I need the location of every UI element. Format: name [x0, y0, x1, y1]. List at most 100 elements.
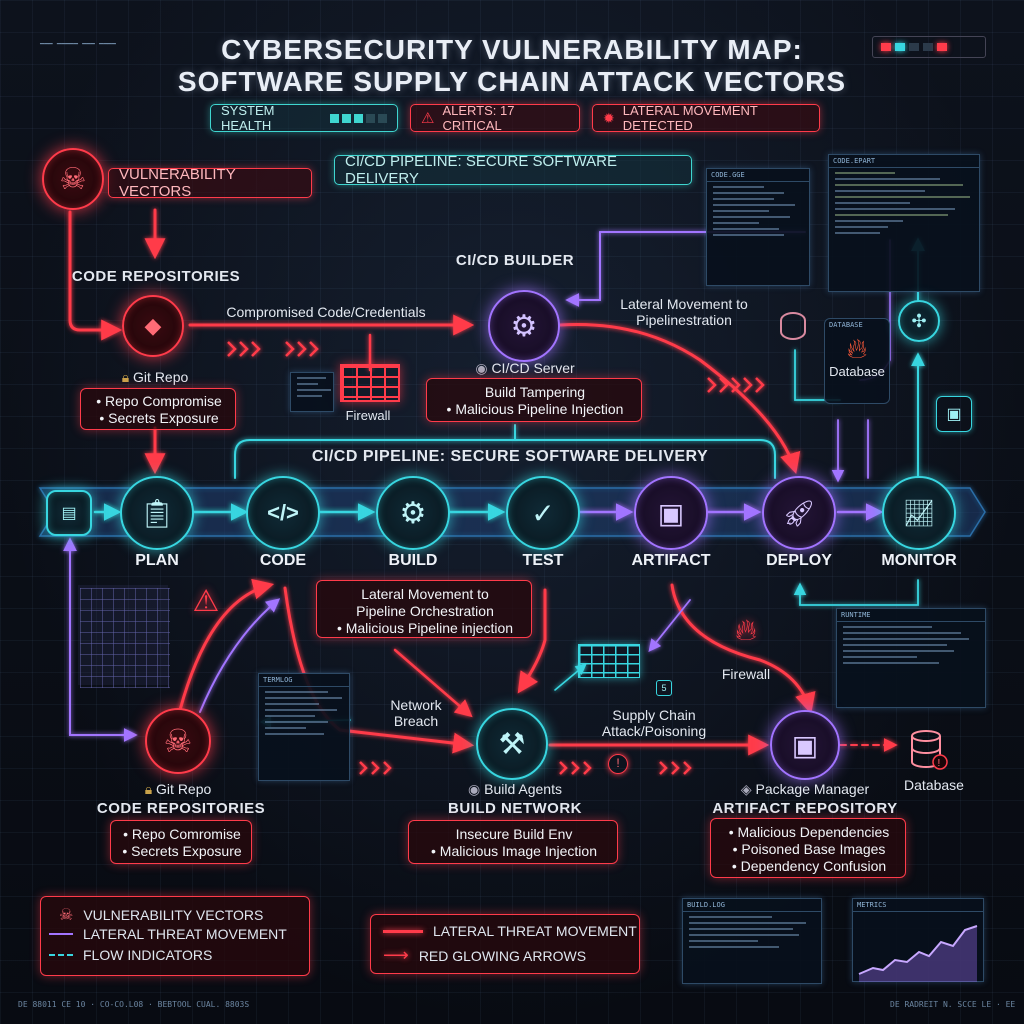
- svg-text:!: !: [938, 758, 941, 769]
- build-network-title: BUILD NETWORK: [448, 800, 582, 817]
- firewall-flame-icon: 🔥︎: [734, 614, 758, 647]
- risk-item: • Malicious Dependencies: [728, 824, 890, 840]
- code-repositories-label: CODE REPOSITORIES: [71, 268, 241, 285]
- title-line-1: CYBERSECURITY VULNERABILITY MAP:: [221, 34, 803, 65]
- code-window-right: CODE.EPART: [828, 154, 980, 292]
- alert-circle-icon: !: [608, 754, 628, 774]
- stage-artifact-node[interactable]: ▣: [634, 476, 708, 550]
- lateral-movement-indicator[interactable]: ✹ LATERAL MOVEMENT DETECTED: [592, 103, 820, 133]
- warning-triangle-icon: ⚠: [192, 585, 220, 618]
- control-cyan-icon: [895, 43, 905, 51]
- skull-icon: ☠: [59, 907, 74, 924]
- virus-icon: ✹: [603, 109, 615, 126]
- footer-right-text: DE RADREIT N. SCCE LE · EE: [890, 1000, 1016, 1009]
- stage-deploy-label: DEPLOY: [766, 552, 832, 569]
- stage-monitor-node[interactable]: 📈︎: [882, 476, 956, 550]
- alerts-label: ALERTS: 17 CRITICAL: [442, 103, 515, 133]
- clipboard-icon: 📋︎: [139, 497, 175, 529]
- stage-build-label: BUILD: [388, 552, 438, 569]
- metrics-window-title: METRICS: [853, 899, 983, 912]
- mini-log-window: [290, 372, 334, 412]
- code-window-right-title: CODE.EPART: [829, 155, 979, 168]
- wrench-icon: ⚒: [498, 727, 526, 761]
- control-off-icon: [909, 43, 919, 51]
- system-health-indicator[interactable]: SYSTEM HEALTH: [210, 103, 398, 133]
- stage-deploy-node[interactable]: 🚀︎: [762, 476, 836, 550]
- risk-item: Build Tampering: [484, 384, 586, 400]
- code-window-left-title: CODE.GGE: [707, 169, 809, 182]
- stage-monitor-label: MONITOR: [881, 552, 957, 569]
- control-red-icon: [881, 43, 891, 51]
- termlog-window-title: TERMLOG: [259, 674, 349, 687]
- package-manager-node[interactable]: ▣: [770, 710, 840, 780]
- stage-build-node[interactable]: ⚙: [376, 476, 450, 550]
- stage-code-node[interactable]: </>: [246, 476, 320, 550]
- lock-icon: 🔒︎: [144, 781, 153, 797]
- checkmark-icon: ✓: [531, 497, 555, 529]
- legend-box-left: ☠VULNERABILITY VECTORS LATERAL THREAT MO…: [40, 896, 310, 976]
- rocket-icon: 🚀︎: [782, 497, 816, 528]
- git-repo-label: 🔒︎ Git Repo: [100, 369, 210, 386]
- vulnerability-vector-node[interactable]: ☠: [42, 148, 104, 210]
- server-icon: ◉: [475, 360, 488, 376]
- risk-item: • Secrets Exposure: [99, 410, 219, 426]
- legend-lateral: LATERAL THREAT MOVEMENT: [49, 926, 287, 942]
- artifact-risk-box: • Malicious Dependencies • Poisoned Base…: [710, 818, 906, 878]
- build-network-risk-list: Insecure Build Env • Malicious Image Inj…: [409, 826, 619, 860]
- bottom-left-risk-box: • Repo Comromise • Secrets Exposure: [110, 820, 252, 864]
- monitor-sensor-node[interactable]: ✣: [898, 300, 940, 342]
- pipeline-banner-mid: CI/CD PIPELINE: SECURE SOFTWARE DELIVERY: [311, 448, 709, 465]
- risk-item: • Repo Compromise: [96, 393, 222, 409]
- alerts-indicator[interactable]: ⚠ ALERTS: 17 CRITICAL: [410, 103, 580, 133]
- lock-small-icon: 5: [656, 680, 672, 696]
- package-manager-label: ◈ Package Manager: [740, 781, 870, 797]
- stage-plan-label: PLAN: [135, 552, 179, 569]
- package-icon: ▣: [791, 729, 819, 761]
- legend-box-right: LATERAL THREAT MOVEMENT ⟶RED GLOWING ARR…: [370, 914, 640, 974]
- bottom-vector-node[interactable]: ☠: [145, 708, 211, 774]
- mid-lateral-callout: Lateral Movement to Pipeline Orchestrati…: [316, 580, 532, 638]
- bottom-git-repo-label: 🔒︎ Git Repo: [144, 781, 212, 797]
- stage-test-label: TEST: [522, 552, 564, 569]
- bottom-left-risk-list: • Repo Comromise • Secrets Exposure: [111, 826, 253, 860]
- settings-panel-icon[interactable]: ▣: [936, 396, 972, 432]
- code-brackets-icon: </>: [267, 500, 299, 525]
- chevron-train-bottom: [359, 761, 692, 775]
- pipeline-entry-node[interactable]: ▤: [46, 490, 92, 536]
- pipeline-banner-top: CI/CD PIPELINE: SECURE SOFTWARE DELIVERY: [334, 153, 692, 187]
- control-off-icon: [923, 43, 933, 51]
- code-window-buildlog: BUILD.LOG: [682, 898, 822, 984]
- runtime-window-title: RUNTIME: [837, 609, 985, 622]
- stage-test-node[interactable]: ✓: [506, 476, 580, 550]
- dashed-line-icon: [49, 954, 73, 956]
- cicd-server-node[interactable]: ⚙: [488, 290, 560, 362]
- mid-callout-list: Lateral Movement to Pipeline Orchestrati…: [317, 586, 533, 637]
- build-agents-node[interactable]: ⚒: [476, 708, 548, 780]
- firewall-top-icon: [340, 364, 402, 404]
- header-deco-left: ━━━ ━━━━━ ━━━ ━━━━: [40, 40, 116, 48]
- bottom-code-repositories-title: CODE REPOSITORIES: [96, 800, 266, 817]
- risk-item: • Malicious Image Injection: [431, 843, 597, 859]
- lock-icon: 🔒︎: [121, 369, 130, 385]
- git-repo-node[interactable]: ◆: [122, 295, 184, 357]
- database-bottom-label: Database: [904, 777, 964, 793]
- red-line-icon: [383, 929, 423, 933]
- code-window-runtime: RUNTIME: [836, 608, 986, 708]
- skull-icon: ☠: [163, 723, 193, 759]
- risk-item: Insecure Build Env: [455, 826, 573, 842]
- stage-plan-node[interactable]: 📋︎: [120, 476, 194, 550]
- legend-red-arrows: ⟶RED GLOWING ARROWS: [383, 945, 587, 965]
- git-icon: ◆: [144, 313, 162, 338]
- builder-risk-box: Build Tampering • Malicious Pipeline Inj…: [426, 378, 642, 422]
- firewall-shield-icon: [578, 632, 644, 680]
- legend-vectors: ☠VULNERABILITY VECTORS: [59, 907, 264, 924]
- gear-icon: ⚙: [510, 309, 538, 343]
- firewall-top-label: Firewall: [345, 408, 391, 423]
- package-small-icon: ◈: [740, 781, 752, 797]
- top-left-risk-list: • Repo Compromise • Secrets Exposure: [81, 393, 237, 427]
- vulnerability-vectors-tag: VULNERABILITY VECTORS: [108, 166, 312, 200]
- health-bars-icon: [330, 113, 387, 123]
